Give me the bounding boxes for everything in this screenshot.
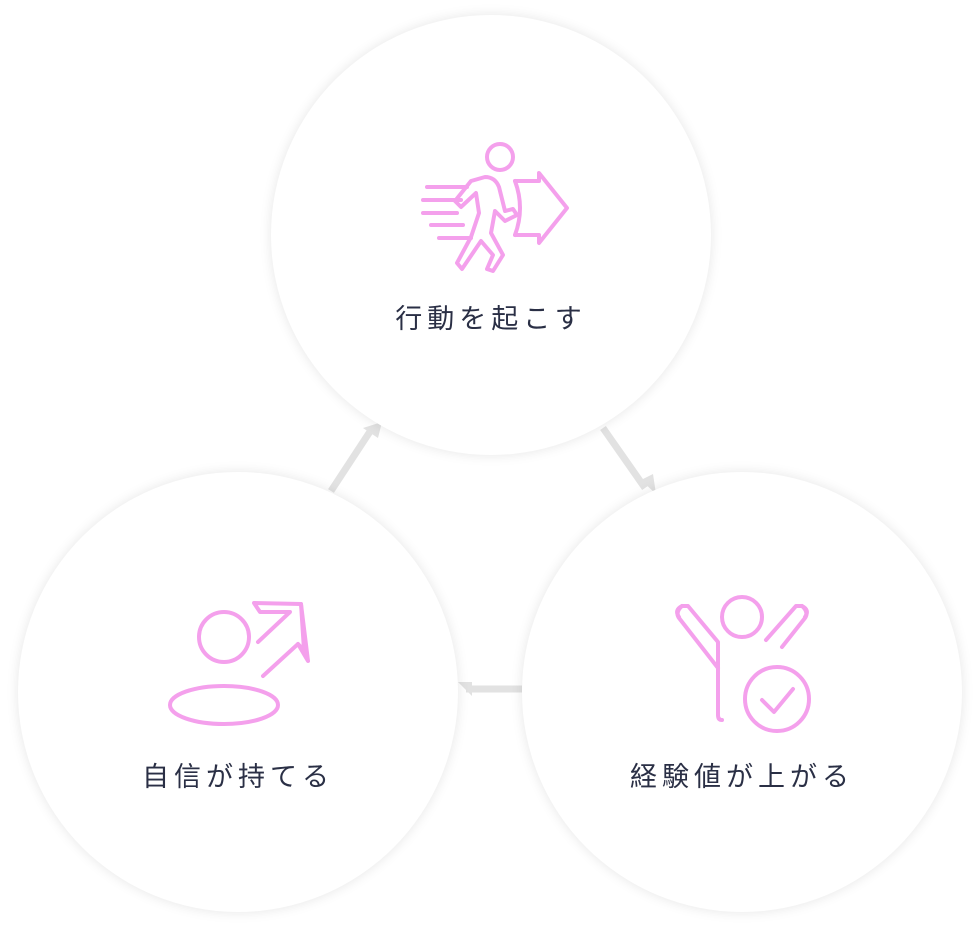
arrow-left-to-top bbox=[328, 422, 382, 493]
cycle-label: 行動を起こす bbox=[395, 304, 587, 335]
cycle-node-gain-experience: 経験値が上がる bbox=[522, 472, 962, 912]
arrow-right-to-left bbox=[458, 682, 522, 696]
person-rising-arrow-icon bbox=[168, 601, 310, 726]
running-person-arrow-icon bbox=[421, 142, 569, 273]
cycle-label: 経験値が上がる bbox=[630, 762, 854, 793]
cycle-label: 自信が持てる bbox=[142, 762, 334, 793]
arrow-top-to-right bbox=[600, 425, 656, 494]
cycle-node-gain-confidence: 自信が持てる bbox=[18, 472, 458, 912]
cheering-person-check-icon bbox=[675, 595, 811, 733]
cycle-node-take-action: 行動を起こす bbox=[271, 15, 711, 455]
